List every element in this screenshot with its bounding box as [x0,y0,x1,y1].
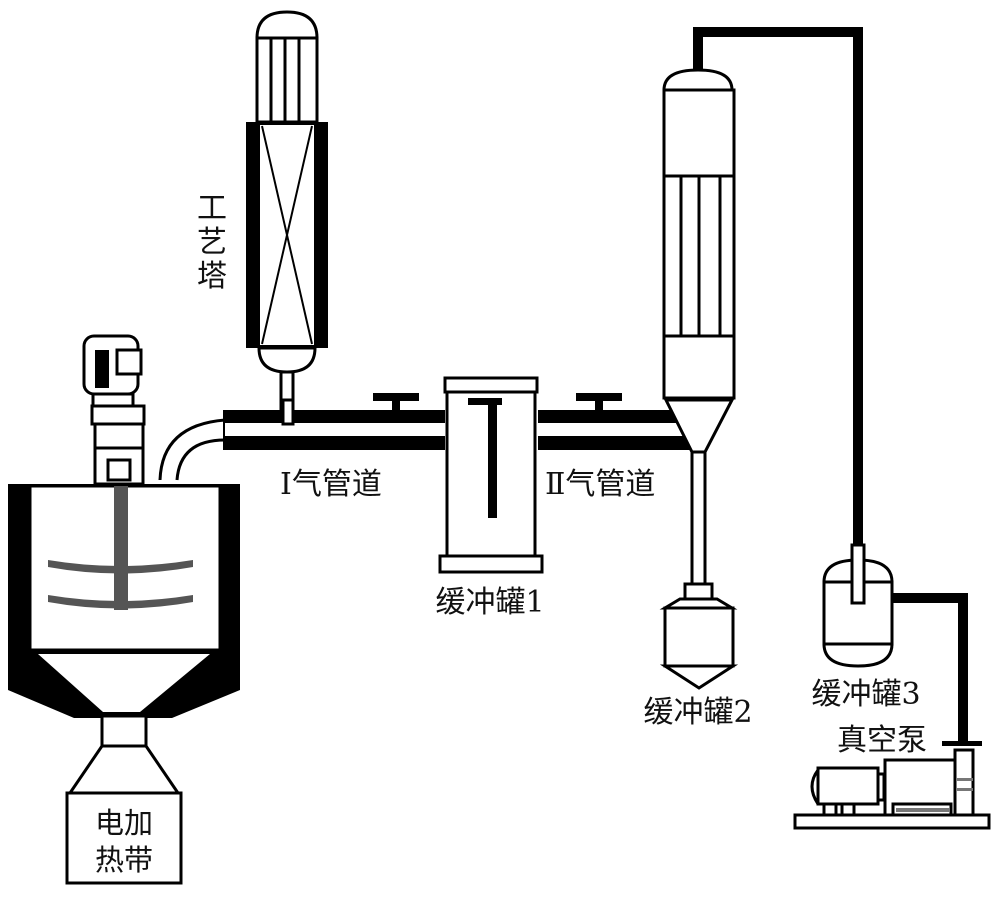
vacuum-pump [793,741,991,830]
heater-label-line2: 热带 [95,843,153,877]
heater-label-line1: 电加 [95,806,153,840]
condenser-column [662,68,736,588]
vacuum-line [693,27,968,742]
reactor-vessel [8,484,240,718]
buffer-tank-2-label: 缓冲罐2 [643,695,752,730]
tower-label-char2: 艺 [197,225,227,260]
process-tower [246,10,328,422]
valve-1 [373,393,419,412]
motor [82,334,146,486]
buffer-tank-3 [822,543,894,668]
pipe-1-label: Ⅰ气管道 [280,467,382,502]
pipe-1 [223,398,445,450]
buffer-tank-1 [438,376,544,574]
buffer-tank-2 [659,582,739,690]
tower-label-char1: 工 [197,191,227,226]
buffer-tank-3-label: 缓冲罐3 [811,677,920,712]
vacuum-pump-label: 真空泵 [837,723,927,758]
pipe-2-label: Ⅱ气管道 [545,467,655,502]
valve-2 [576,393,622,412]
heater-box [65,791,183,885]
pipe-2 [538,410,698,450]
heater-assembly [65,714,183,885]
reactor-outlet-pipe [158,418,226,481]
tower-label-char3: 塔 [197,259,227,294]
buffer-tank-1-label: 缓冲罐1 [435,585,544,620]
